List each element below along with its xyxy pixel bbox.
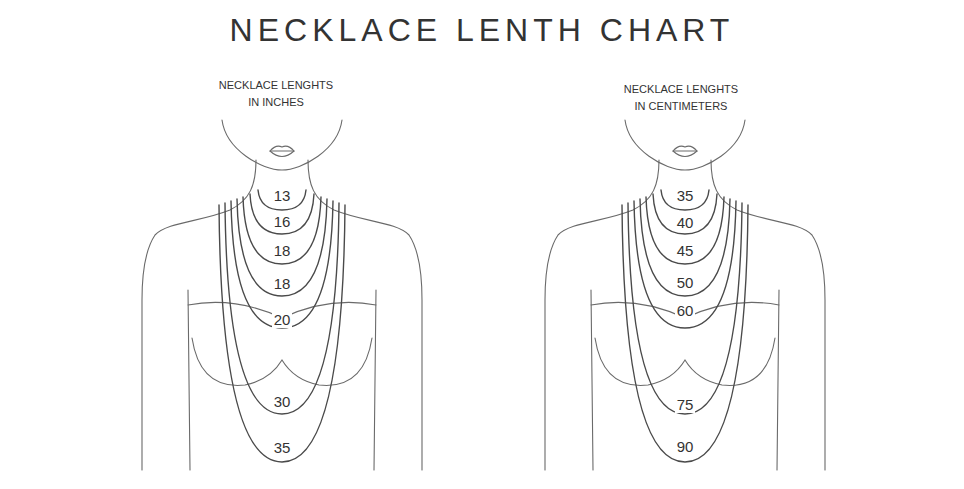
length-value: 20	[272, 312, 293, 328]
length-value: 75	[675, 397, 696, 413]
figure-centimeters	[545, 120, 825, 470]
section-heading: NECKLACE LENGHTS IN INCHES	[217, 77, 335, 111]
length-value: 35	[675, 188, 696, 204]
length-value: 40	[675, 215, 696, 231]
length-value: 30	[272, 394, 293, 410]
length-value: 45	[675, 243, 696, 259]
length-value: 50	[675, 275, 696, 291]
section-heading: NECKLACE LENGHTS IN CENTIMETERS	[622, 81, 740, 115]
length-value: 18	[272, 276, 293, 292]
length-value: 90	[675, 439, 696, 455]
length-value: 13	[272, 188, 293, 204]
figure-inches	[142, 120, 422, 470]
length-value: 16	[272, 214, 293, 230]
length-value: 18	[272, 243, 293, 259]
chart-title: NECKLACE LENTH CHART	[230, 12, 735, 49]
length-value: 35	[272, 440, 293, 456]
length-value: 60	[675, 303, 696, 319]
